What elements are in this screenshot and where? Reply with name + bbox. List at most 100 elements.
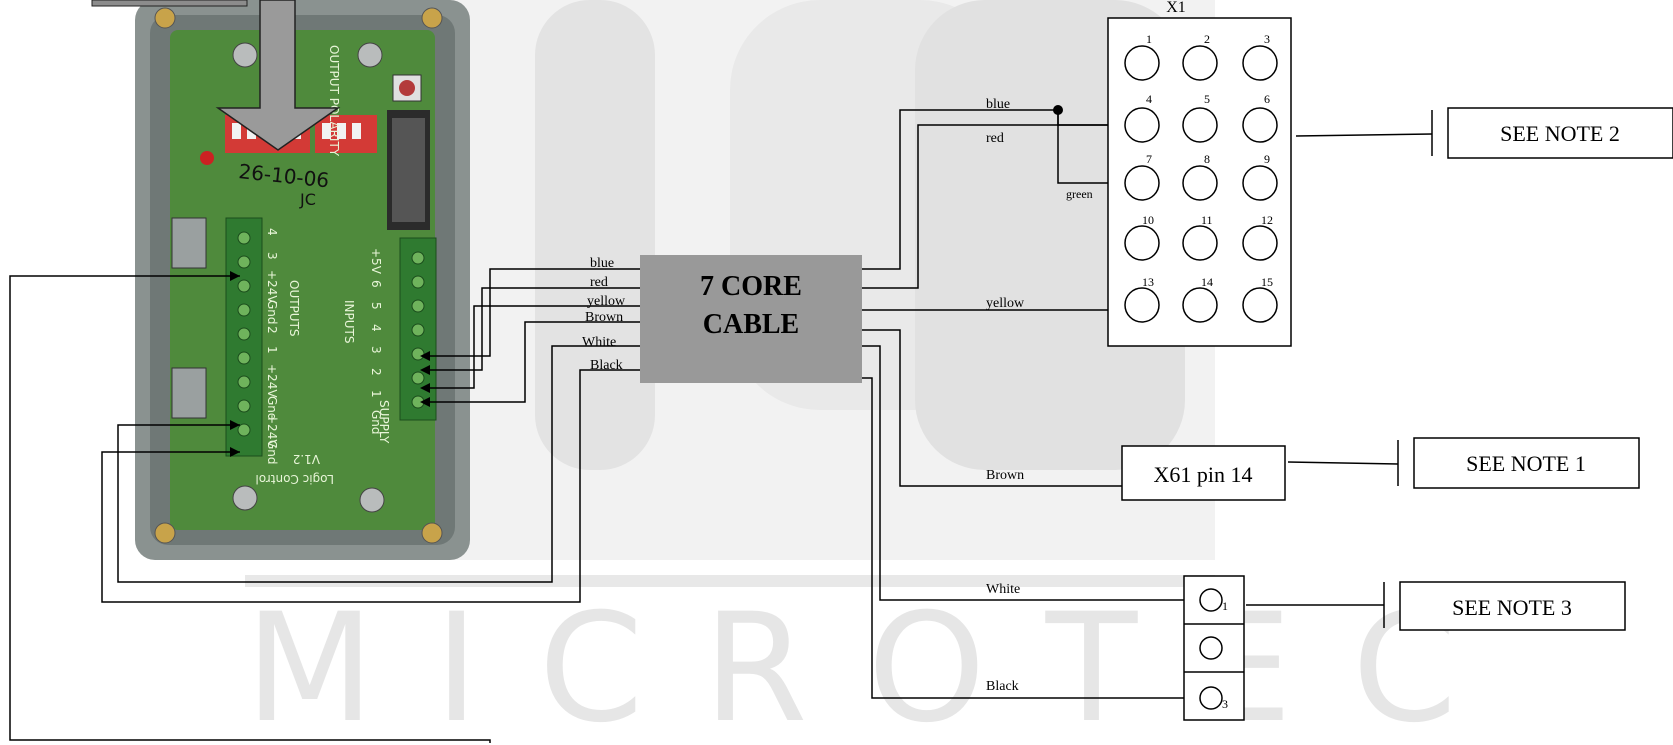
wire-white-left — [117, 345, 640, 583]
x1-pin-label-13: 13 — [1142, 275, 1154, 289]
screw-top-left — [154, 7, 176, 29]
board-screw-2 — [357, 42, 383, 68]
x1-pin-label-11: 11 — [1201, 213, 1213, 227]
wire-blue-left — [430, 268, 640, 357]
wire-supply-loop — [9, 275, 491, 743]
x61-box: X61 pin 14 — [1121, 445, 1286, 501]
silk-pin-left-2: 3 — [265, 252, 279, 260]
note2-text: SEE NOTE 2 — [1500, 121, 1620, 146]
x61-frame — [1121, 445, 1286, 501]
regulator-1 — [171, 217, 207, 269]
x1-pin-label-15: 15 — [1261, 275, 1273, 289]
x1-pin-7 — [1124, 165, 1160, 201]
connector3-pin-label-3: 3 — [1222, 697, 1228, 711]
x1-pin-label-1: 1 — [1146, 32, 1152, 46]
x1-pin-15 — [1242, 287, 1278, 323]
x1-pin-13 — [1124, 287, 1160, 323]
left-label-yellow: yellow — [587, 294, 626, 309]
wire-junction — [1053, 105, 1063, 115]
board-screw-4 — [359, 487, 385, 513]
x1-pin-9 — [1242, 165, 1278, 201]
connector3-pin-3 — [1199, 686, 1223, 710]
silk-pin-right-5: 3 — [369, 346, 383, 354]
x1-pin-label-2: 2 — [1204, 32, 1210, 46]
x1-connector: X1 1 2 3 4 5 6 7 8 9 — [1107, 0, 1292, 347]
silk-outputs: OUTPUTS — [287, 280, 301, 337]
arrow-pointer — [215, 0, 341, 151]
x1-pin-label-12: 12 — [1261, 213, 1273, 227]
note3-frame — [1399, 581, 1626, 631]
watermark-text: MICROTEC — [245, 582, 1517, 745]
ribbon-header-pins — [392, 118, 425, 222]
cable-label-line1: 7 CORE — [700, 271, 802, 302]
x1-pin-label-14: 14 — [1201, 275, 1213, 289]
right-label-brown: Brown — [986, 468, 1024, 483]
wire-red-left — [430, 287, 640, 371]
x1-pin-label-10: 10 — [1142, 213, 1154, 227]
x1-pin-label-9: 9 — [1264, 152, 1270, 166]
right-label-yellow: yellow — [986, 296, 1025, 311]
right-wire-labels: blue red green yellow Brown White Black — [986, 97, 1093, 694]
right-label-black: Black — [986, 679, 1019, 694]
note3-text: SEE NOTE 3 — [1452, 595, 1572, 620]
silk-pin-left-5: 2 — [265, 326, 279, 334]
silk-pin-right-8: Gnd — [369, 410, 383, 435]
x1-pin-3 — [1242, 45, 1278, 81]
x1-pin-label-3: 3 — [1264, 32, 1270, 46]
wire-black-right — [862, 377, 1200, 699]
left-label-red: red — [590, 275, 608, 290]
connector3-pin-1 — [1199, 588, 1223, 612]
silk-supply: SUPPLY — [377, 400, 391, 444]
silk-pin-left-1: 4 — [265, 228, 279, 236]
silk-pin-left-3: +24V — [265, 270, 279, 304]
watermark-bar-left — [535, 0, 655, 470]
silk-pin-right-1: +5V — [369, 248, 383, 275]
right-label-blue: blue — [986, 97, 1010, 112]
silk-pin-right-2: 6 — [369, 280, 383, 288]
connector3-pin-label-1: 1 — [1222, 599, 1228, 613]
silk-output-polarity: OUTPUT POLARITY — [327, 45, 341, 157]
left-label-brown: Brown — [585, 310, 623, 325]
connector-3pin: 1 3 — [1183, 575, 1245, 721]
x1-pin-5 — [1182, 107, 1218, 143]
silk-pin-right-3: 5 — [369, 302, 383, 310]
left-label-black: Black — [590, 358, 623, 373]
silk-pin-left-8: Gnd — [265, 396, 279, 421]
screw-bottom-left — [154, 522, 176, 544]
connector3-pin-2 — [1199, 636, 1223, 660]
screw-bottom-right — [421, 522, 443, 544]
silk-pin-left-9: +24V — [265, 414, 279, 448]
right-label-white: White — [986, 582, 1020, 597]
wire-black-left — [101, 369, 640, 603]
pcb-hand-initials: JC — [299, 190, 316, 209]
wire-brown-right — [862, 329, 1122, 487]
board-screw-3 — [232, 485, 258, 511]
note1-text: SEE NOTE 1 — [1466, 451, 1586, 476]
silk-pin-left-10: Gnd — [265, 440, 279, 465]
note1-frame — [1413, 437, 1640, 489]
silk-pin-right-6: 2 — [369, 368, 383, 376]
x1-pin-label-4: 4 — [1146, 92, 1152, 106]
x1-pin-label-7: 7 — [1146, 152, 1152, 166]
note1-leader — [1287, 461, 1399, 465]
screw-top-right — [421, 7, 443, 29]
wire-white-right — [862, 345, 1200, 601]
silk-pin-left-4: Gnd — [265, 300, 279, 325]
cable-box-body — [640, 255, 862, 383]
silk-inputs: INPUTS — [342, 300, 356, 343]
x1-pin-4 — [1124, 107, 1160, 143]
x1-pin-label-5: 5 — [1204, 92, 1210, 106]
push-button-cap — [399, 80, 415, 96]
pcb-enclosure-photo: 26-10-06 JC OUTPUT POLARITY OUTPUTS INPU… — [91, 0, 470, 560]
silk-pin-right-7: 1 — [369, 390, 383, 398]
silk-pin-left-6: 1 — [265, 346, 279, 354]
x1-pin-10 — [1124, 225, 1160, 261]
x1-pin-12 — [1242, 225, 1278, 261]
x1-pin-2 — [1182, 45, 1218, 81]
status-led — [200, 151, 214, 165]
note2-leader — [1295, 133, 1433, 137]
x1-pin-label-6: 6 — [1264, 92, 1270, 106]
x1-title: X1 — [1166, 0, 1186, 16]
arrow-callout-bar — [91, 0, 248, 7]
cable-label-line2: CABLE — [703, 309, 799, 340]
